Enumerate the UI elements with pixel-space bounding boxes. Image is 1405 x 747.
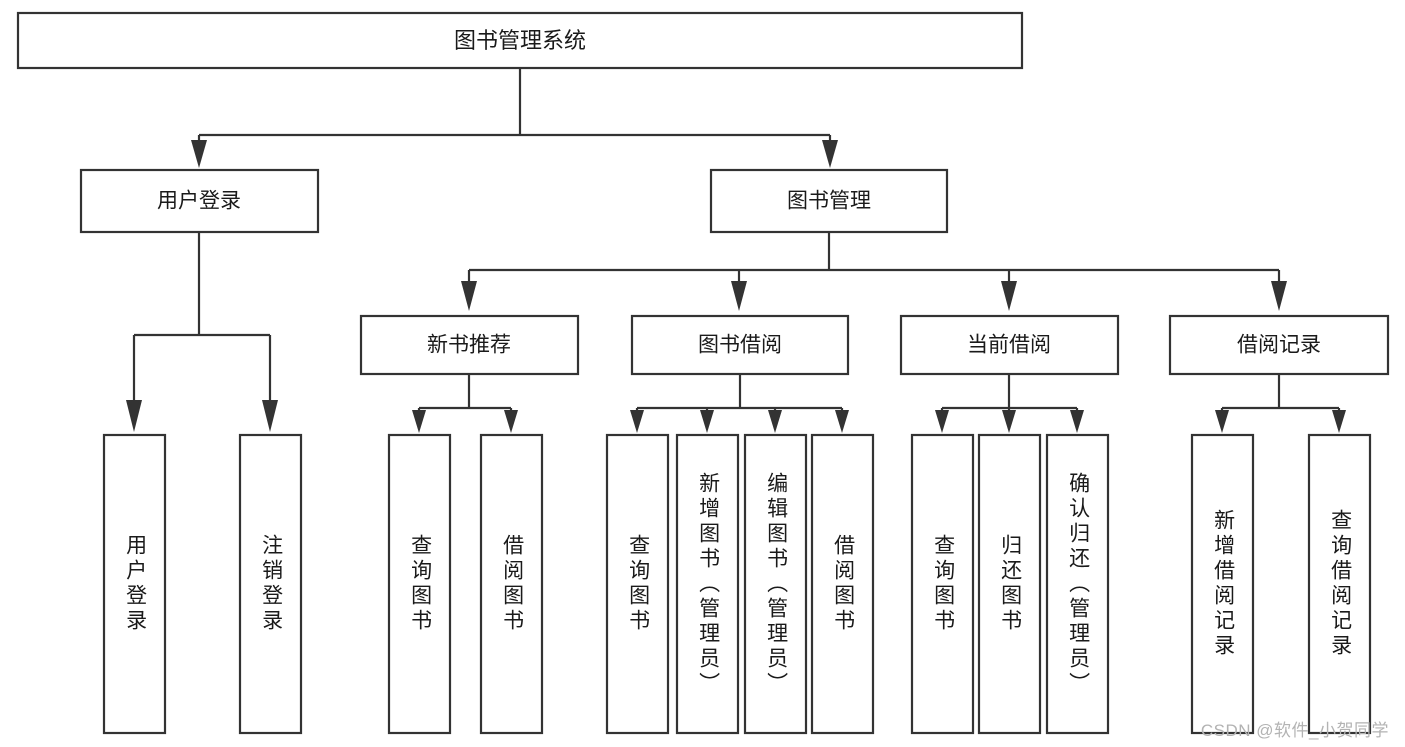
arrow-head-icon (1001, 281, 1017, 311)
leaf-box-query-book-borrow[interactable] (605, 433, 670, 735)
leaf-box-add-borrow-record[interactable] (1190, 433, 1255, 735)
connector-user-login-to-leaves (126, 232, 278, 432)
arrow-head-icon (126, 400, 142, 432)
arrow-head-icon (1332, 410, 1346, 433)
leaf-box-query-book-current[interactable] (910, 433, 975, 735)
node-current-borrow-box[interactable] (899, 314, 1120, 376)
node-current-borrow[interactable]: 当前借阅 (899, 314, 1120, 376)
node-new-book-recommend[interactable]: 新书推荐 (359, 314, 580, 376)
arrow-head-icon (262, 400, 278, 432)
arrow-head-icon (822, 140, 838, 168)
node-root-label: 图书管理系统 (454, 28, 586, 53)
connector-root-to-level2 (191, 68, 838, 168)
connector-new-book-recommend-to-leaves (412, 374, 518, 433)
node-current-borrow-label: 当前借阅 (967, 334, 1051, 357)
leaf-box-borrow-book[interactable] (810, 433, 875, 735)
arrow-head-icon (731, 281, 747, 311)
connector-book-borrow-to-leaves (630, 374, 849, 433)
arrow-head-icon (1070, 410, 1084, 433)
node-book-borrow-label: 图书借阅 (698, 334, 782, 357)
leaf-box-borrow-book-recommend[interactable] (479, 433, 544, 735)
node-user-login-label: 用户登录 (157, 190, 241, 213)
node-book-management-label: 图书管理 (787, 190, 871, 213)
arrow-head-icon (768, 410, 782, 433)
connector-book-management-to-level3 (461, 232, 1287, 311)
arrow-head-icon (835, 410, 849, 433)
node-new-book-recommend-label: 新书推荐 (427, 334, 511, 357)
arrow-head-icon (504, 410, 518, 433)
arrow-head-icon (412, 410, 426, 433)
arrow-head-icon (630, 410, 644, 433)
watermark-text: CSDN @软件_小贺同学 (1200, 721, 1389, 740)
node-borrow-record-label: 借阅记录 (1237, 334, 1321, 357)
arrow-head-icon (191, 140, 207, 168)
leaf-box-user-login[interactable] (102, 433, 167, 735)
node-book-borrow[interactable]: 图书借阅 (630, 314, 850, 376)
node-new-book-recommend-box[interactable] (359, 314, 580, 376)
node-book-management[interactable]: 图书管理 (709, 168, 949, 234)
leaf-box-query-borrow-record[interactable] (1307, 433, 1372, 735)
arrow-head-icon (1215, 410, 1229, 433)
leaf-box-confirm-return-admin[interactable] (1045, 433, 1110, 735)
leaf-box-edit-book-admin[interactable] (743, 433, 808, 735)
arrow-head-icon (935, 410, 949, 433)
arrow-head-icon (461, 281, 477, 311)
leaf-box-logout[interactable] (238, 433, 303, 735)
leaf-box-add-book-admin[interactable] (675, 433, 740, 735)
node-borrow-record[interactable]: 借阅记录 (1168, 314, 1390, 376)
leaf-box-return-book[interactable] (977, 433, 1042, 735)
arrow-head-icon (700, 410, 714, 433)
connector-current-borrow-to-leaves (935, 374, 1084, 433)
connector-borrow-record-to-leaves (1215, 374, 1346, 433)
arrow-head-icon (1271, 281, 1287, 311)
node-user-login[interactable]: 用户登录 (79, 168, 320, 234)
node-root[interactable]: 图书管理系统 (16, 11, 1024, 70)
node-user-login-box[interactable] (79, 168, 320, 234)
leaf-box-query-book-recommend[interactable] (387, 433, 452, 735)
arrow-head-icon (1002, 410, 1016, 433)
node-root-box[interactable] (16, 11, 1024, 70)
